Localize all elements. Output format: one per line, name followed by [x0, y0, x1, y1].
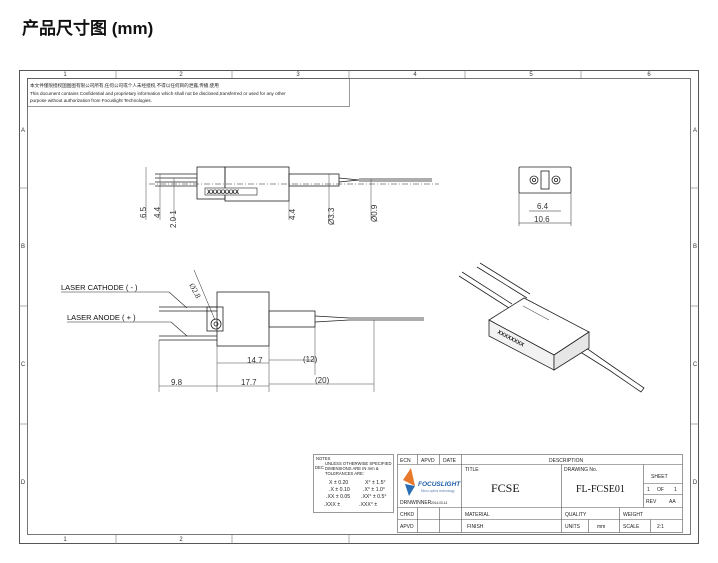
zone-row-c: C: [21, 362, 26, 368]
tb-quality-label: QUALITY: [565, 512, 587, 518]
notice-line-3: purpose without authorization from Focus…: [30, 98, 152, 103]
notes-title: NOTES: [316, 456, 331, 461]
notice-line-1: 本文件僅限授权国图图有限公司所有,任何公司或个人未经授权,不得以任何目的泄露,传…: [30, 82, 219, 89]
tb-weight-label: WEIGHT: [623, 512, 643, 518]
zone-col-5: 5: [529, 72, 533, 78]
tb-rev-label: REV: [646, 499, 657, 505]
side-view: [149, 166, 439, 202]
dim-phi-2-1: 2.0 1: [169, 210, 178, 228]
tb-units-value: mm: [597, 524, 605, 530]
tb-sheet-label: SHEET: [651, 474, 668, 480]
tb-drn-value: WINNER: [411, 500, 432, 506]
tb-drawing-no-value: FL-FCSE01: [576, 484, 625, 495]
tb-sheet-of: OF: [657, 487, 664, 493]
ang-2: .X° ± 1.0°: [363, 487, 385, 493]
zone-col-3: 3: [296, 72, 300, 78]
notes-line-2: DIMENSIONS ARE IN mm &: [325, 466, 379, 471]
tb-ecn: ECN: [400, 458, 411, 464]
ang-3: .XX° ± 0.5°: [361, 494, 386, 500]
zone-col-4: 4: [413, 72, 417, 78]
notes-block: NOTES UNLESS OTHERWISE SPECIFIED DIMENSI…: [313, 454, 394, 513]
tb-sheet-value: 1: [647, 487, 650, 493]
isometric-view: [458, 262, 645, 393]
zone-col-1: 1: [63, 72, 67, 78]
tb-description: DESCRIPTION: [549, 458, 584, 464]
zone-row-d-right: D: [693, 480, 698, 486]
dim-17-7: 17.7: [241, 378, 257, 387]
tol-1: X ± 0.20: [329, 480, 348, 486]
tb-scale-label: SCALE: [623, 524, 640, 530]
tb-apvd: APVD: [421, 458, 435, 464]
label-laser-anode: LASER ANODE ( + ): [67, 313, 136, 322]
tb-finish-label: FINISH: [467, 524, 484, 530]
dim-12: (12): [303, 355, 318, 364]
tol-4: .XXX ±: [324, 502, 340, 508]
end-view: [518, 166, 572, 226]
title-block: [397, 454, 683, 533]
dim-6-4: 6.4: [537, 202, 549, 211]
zone-ticks: [19, 70, 699, 544]
notice-line-2: This document contains Confidential and …: [30, 91, 286, 96]
zone-row-c-right: C: [693, 362, 698, 368]
tb-drn-label: DRN: [400, 500, 411, 506]
dim-14-7: 14.7: [247, 356, 263, 365]
tb-rev-value: AA: [669, 499, 676, 505]
tb-material-label: MATERIAL: [465, 512, 490, 518]
tb-chkd-label: CHKD: [400, 512, 415, 518]
tol-3: .XX ± 0.05: [326, 494, 350, 500]
zone-row-b-right: B: [693, 244, 697, 250]
zone-row-b: B: [21, 244, 25, 250]
zone-col-bottom-1: 1: [63, 537, 67, 543]
dim-9-8: 9.8: [171, 378, 183, 387]
zone-col-2: 2: [179, 72, 183, 78]
tb-drawing-no-label: DRAWING No.: [564, 467, 597, 473]
tb-drn-date: 2014-03-14: [431, 501, 448, 505]
tb-apvd2-label: APVD: [400, 524, 414, 530]
notes-line-1: UNLESS OTHERWISE SPECIFIED: [325, 461, 391, 466]
tb-scale-value: 2:1: [657, 524, 664, 530]
zone-col-6: 6: [647, 72, 651, 78]
tol-2: .X ± 0.10: [329, 487, 350, 493]
top-view: [159, 269, 424, 347]
ang-1: X° ± 1.5°: [365, 480, 386, 486]
focuslight-logo-icon: [403, 468, 415, 496]
inner-frame: [27, 78, 691, 535]
tb-units-label: UNITS: [565, 524, 581, 530]
zone-row-d: D: [21, 480, 26, 486]
part-label-side: XXXXXXXX: [207, 190, 239, 196]
tb-title-value: FCSE: [491, 481, 520, 495]
notes-dec: DEC: [315, 465, 324, 470]
label-laser-cathode: LASER CATHODE ( - ): [61, 283, 138, 292]
zone-col-bottom-2: 2: [179, 537, 183, 543]
tb-date: DATE: [443, 458, 457, 464]
dim-phi-0-9: Ø0.9: [370, 204, 379, 222]
page-title: 产品尺寸图 (mm): [22, 19, 154, 38]
engineering-drawing: 1 2 3 4 5 6 1 2 A B C D A B C D 本文件僅限授权国…: [19, 70, 699, 544]
notes-line-3: TOLERANCES ARE:: [325, 471, 364, 476]
dim-10-6: 10.6: [534, 215, 550, 224]
ang-4: .XXX° ±: [359, 502, 377, 508]
zone-row-a: A: [21, 128, 25, 134]
tb-title-label: TITLE: [465, 467, 479, 473]
dim-phi-3-3: Ø3.3: [327, 207, 336, 225]
dim-4-4-a: 4.4: [153, 206, 162, 218]
dim-20: (20): [315, 376, 330, 385]
tb-sheet-total: 1: [674, 487, 677, 493]
logo-tagline: Micro-optics technology: [421, 489, 455, 493]
zone-row-a-right: A: [693, 128, 697, 134]
logo-name: FOCUSLIGHT: [418, 481, 461, 488]
dim-6-5: 6.5: [139, 206, 148, 218]
outer-frame: [19, 70, 699, 544]
dim-4-4-b: 4.4: [288, 208, 297, 220]
